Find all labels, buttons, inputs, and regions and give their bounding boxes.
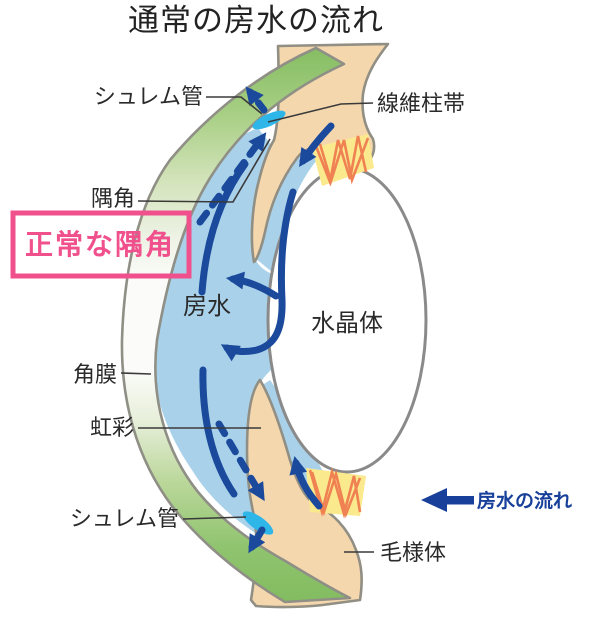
schlemm-canal-top-shape (252, 110, 286, 130)
label-lens: 水晶体 (311, 310, 383, 337)
leader-trabecular (267, 102, 374, 123)
arrow-pupil-exit-hook (225, 271, 280, 300)
arc-anterior-chamber-bottom (199, 366, 238, 498)
flow-legend-arrow (421, 488, 474, 512)
label-normal-angle: 正常な隅角 (25, 228, 175, 260)
leader-cornea (120, 372, 152, 375)
label-ciliary-body: 毛様体 (380, 540, 446, 565)
arc-anterior-chamber-top (198, 160, 249, 296)
label-trabecular: 線維柱帯 (377, 91, 465, 116)
label-iris: 虹彩 (90, 415, 134, 440)
zonule-fan-bottom (306, 466, 366, 519)
flow-arrows (196, 86, 335, 554)
schlemm-canal-bottom-shape (242, 511, 274, 535)
arrow-angle-dashed-bottom (215, 420, 265, 502)
arrow-ciliary-to-posterior-top (299, 122, 335, 168)
arrow-canal-exit-top (245, 86, 268, 114)
label-angle: 隅角 (91, 186, 135, 211)
leader-angle (137, 138, 271, 203)
arrow-posterior-through-pupil (220, 188, 297, 362)
normal-angle-highlight-box (10, 210, 192, 279)
label-schlemm-bottom: シュレム管 (70, 506, 179, 531)
label-aqueous: 房水 (183, 293, 231, 320)
arrow-angle-dashed-top (196, 132, 267, 226)
arrow-canal-exit-bottom (248, 526, 266, 554)
leader-schlemm-bottom (182, 516, 247, 520)
label-cornea: 角膜 (73, 362, 117, 387)
label-flow-legend: 房水の流れ (477, 489, 572, 512)
label-schlemm-top: シュレム管 (94, 84, 203, 109)
arrow-ciliary-to-posterior-bottom (289, 455, 323, 510)
page-title: 通常の房水の流れ (128, 3, 384, 38)
leader-schlemm-top (206, 96, 263, 115)
leader-lines (120, 96, 374, 553)
zonule-fan-top (312, 134, 374, 187)
